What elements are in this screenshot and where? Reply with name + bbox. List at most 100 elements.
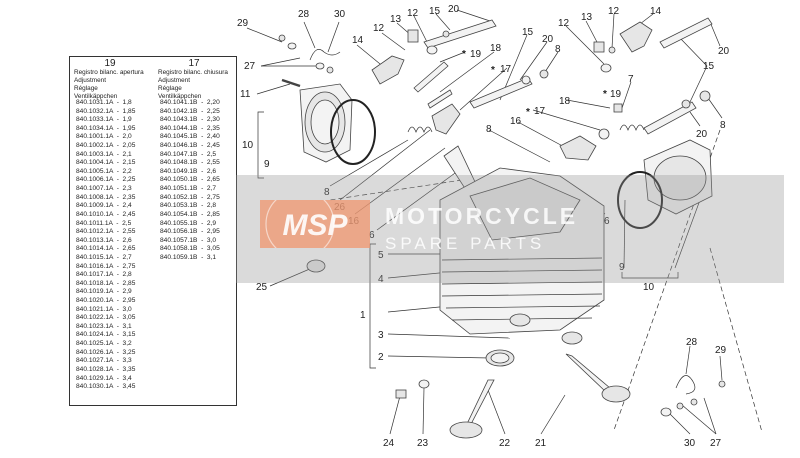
callout-25: 25	[256, 282, 268, 293]
table-row: 840.1005.1A - 2,2	[76, 167, 132, 175]
callout-14: 14	[352, 35, 364, 46]
callout-8: 8	[555, 44, 561, 55]
callout-13: 13	[390, 14, 402, 25]
callout-9: 9	[264, 159, 270, 170]
pushrod-center	[469, 69, 549, 109]
callout-6: 6	[369, 230, 375, 241]
table-row: 840.1029.1A - 3,4	[76, 374, 132, 382]
brackets	[257, 111, 679, 369]
callout-4: 4	[378, 274, 384, 285]
asterisk-19a: *	[462, 49, 466, 60]
table-row: 840.1026.1A - 3,25	[76, 348, 136, 356]
table-row: 840.1034.1A - 1,95	[76, 124, 136, 132]
callout-12: 12	[608, 6, 620, 17]
callout-27: 27	[244, 61, 256, 72]
intake-manifold	[299, 83, 353, 163]
callout-20: 20	[448, 4, 460, 15]
table-row: 840.1007.1A - 2,3	[76, 185, 132, 193]
callout-7: 7	[628, 74, 634, 85]
callout-21: 21	[535, 438, 547, 449]
table-row: 840.1021.1A - 3,0	[76, 305, 132, 313]
table-row: 840.1032.1A - 1,85	[76, 107, 136, 115]
callout-30: 30	[334, 9, 346, 20]
table-row: 840.1044.1B - 2,35	[160, 124, 220, 132]
table-row: 840.1051.1B - 2,7	[160, 185, 217, 193]
table-row: 840.1008.1A - 2,35	[76, 193, 136, 201]
cooling-fins	[441, 257, 603, 321]
header-line: Adjustment	[158, 77, 190, 84]
callout-12: 12	[558, 18, 570, 29]
header-line: Ventilkäppchen	[74, 93, 118, 100]
callout-22: 22	[499, 438, 511, 449]
table-row: 840.1011.1A - 2,5	[76, 219, 132, 227]
watermark-line2: SPARE PARTS	[385, 234, 546, 253]
callout-15: 15	[429, 6, 441, 17]
header-line: Ventilkäppchen	[158, 93, 202, 100]
table-row: 840.1013.1A - 2,6	[76, 236, 132, 244]
table-row: 840.1027.1A - 3,3	[76, 357, 132, 365]
cylinder-head	[439, 167, 605, 345]
table-row: 840.1010.1A - 2,45	[76, 210, 136, 218]
callout-13: 13	[581, 12, 593, 23]
leader-lines	[246, 9, 763, 435]
callout-19: 19	[610, 89, 622, 100]
table-row: 840.1059.1B - 3,1	[160, 253, 217, 261]
header-line: Réglage	[74, 85, 98, 92]
callout-12: 12	[373, 23, 385, 34]
table-row: 840.1006.1A - 2,25	[76, 176, 136, 184]
table-row: 840.1023.1A - 3,1	[76, 322, 132, 330]
rocker-shaft-right	[593, 17, 713, 135]
table-row: 840.1052.1B - 2,75	[160, 193, 220, 201]
table-row: 840.1054.1B - 2,85	[160, 210, 220, 218]
callout-11: 11	[240, 89, 251, 100]
table-row: 840.1057.1B - 3,0	[160, 236, 217, 244]
table-row: 840.1012.1A - 2,55	[76, 228, 136, 236]
table-row: 840.1019.1A - 2,9	[76, 288, 132, 296]
callout-12: 12	[407, 8, 419, 19]
msp-logo: MSP	[260, 200, 370, 248]
callout-10: 10	[242, 140, 254, 151]
table-row: 840.1058.1B - 3,05	[160, 245, 220, 253]
rocker-arm-14-right	[619, 21, 653, 53]
table-row: 840.1031.1A - 1,8	[76, 99, 132, 106]
header-line: Adjustment	[74, 77, 106, 84]
callout-24: 24	[383, 438, 395, 449]
oring-right	[617, 171, 663, 229]
small-parts-top-left	[278, 34, 341, 74]
callout-8: 8	[324, 187, 330, 198]
table-row: 840.1009.1A - 2,4	[76, 202, 132, 210]
table-row: 840.1055.1B - 2,9	[160, 219, 217, 227]
callout-15: 15	[703, 61, 715, 72]
rocker-shaft-upper	[407, 19, 497, 55]
table-row: 840.1033.1A - 1,9	[76, 116, 132, 124]
table-row: 840.1050.1B - 2,65	[160, 176, 220, 184]
header-line: Registro bilanc. chiusura	[158, 69, 228, 76]
table-row: 840.1041.1B - 2,20	[160, 99, 220, 106]
callout-14: 14	[650, 6, 662, 17]
small-parts-bottom-right	[660, 375, 726, 417]
asterisk-19b: *	[603, 89, 607, 100]
exhaust-valve-21	[565, 353, 631, 403]
callout-9: 9	[619, 262, 625, 273]
callout-28: 28	[298, 9, 310, 20]
stud-11	[281, 78, 301, 88]
table-row: 840.1045.1B - 2,40	[160, 133, 220, 141]
table-row: 840.1053.1B - 2,8	[160, 202, 217, 210]
table-row: 840.1016.1A - 2,75	[76, 262, 136, 270]
callout-20: 20	[542, 34, 554, 45]
asterisk-17b: *	[526, 107, 530, 118]
table-row: 840.1015.1A - 2,7	[76, 253, 132, 261]
callout-17: 17	[500, 64, 512, 75]
table-row: 840.1048.1B - 2,55	[160, 159, 220, 167]
rocker-spring-right	[559, 103, 645, 161]
shim-size-table: 19 Registro bilanc. apertura Adjustment …	[69, 56, 237, 406]
table-row: 840.1017.1A - 2,8	[76, 271, 132, 279]
callout-8: 8	[720, 120, 726, 131]
oring-left	[330, 99, 376, 165]
header-line: Réglage	[158, 85, 182, 92]
callout-15: 15	[522, 27, 534, 38]
header-number-19: 19	[104, 58, 116, 69]
logo-text: MSP	[282, 209, 348, 242]
table-row: 840.1046.1B - 2,45	[160, 142, 220, 150]
